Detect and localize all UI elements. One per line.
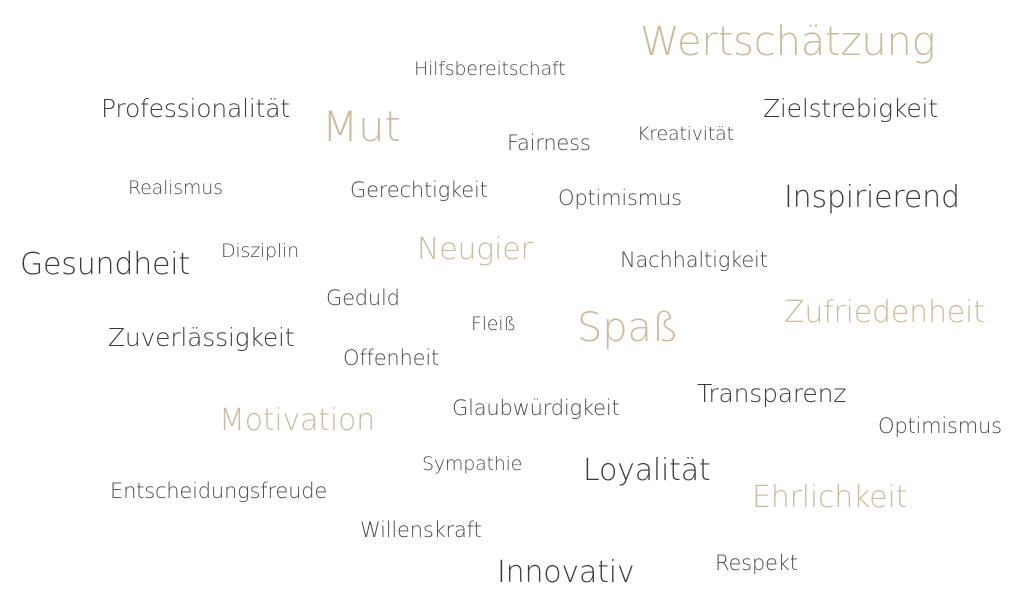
word-neugier: Neugier — [417, 232, 533, 267]
word-ehrlichkeit: Ehrlichkeit — [752, 480, 908, 515]
word-optimismus-2: Optimismus — [878, 414, 1002, 438]
word-wertschaetzung: Wertschätzung — [640, 19, 936, 65]
word-fleiss: Fleiß — [471, 313, 517, 335]
word-willenskraft: Willenskraft — [360, 518, 482, 542]
word-loyalitaet: Loyalität — [583, 453, 711, 488]
word-spass: Spaß — [577, 305, 679, 351]
word-realismus: Realismus — [128, 177, 223, 199]
word-hilfsbereitschaft: Hilfsbereitschaft — [414, 58, 566, 80]
word-zuverlaessigkeit: Zuverlässigkeit — [108, 323, 295, 352]
word-disziplin: Disziplin — [221, 240, 299, 262]
word-optimismus-1: Optimismus — [558, 186, 682, 210]
word-motivation: Motivation — [219, 403, 375, 438]
word-professionalitaet: Professionalität — [101, 94, 290, 123]
word-innovativ: Innovativ — [497, 555, 635, 590]
word-entscheidungsfreude: Entscheidungsfreude — [110, 479, 328, 503]
word-respekt: Respekt — [715, 551, 798, 575]
word-sympathie: Sympathie — [422, 453, 523, 475]
word-nachhaltigkeit: Nachhaltigkeit — [620, 248, 768, 272]
word-offenheit: Offenheit — [343, 346, 440, 370]
word-kreativitaet: Kreativität — [637, 123, 734, 145]
word-zufriedenheit: Zufriedenheit — [784, 295, 985, 330]
word-glaubwuerdigkeit: Glaubwürdigkeit — [452, 396, 620, 420]
word-transparenz: Transparenz — [697, 379, 847, 408]
word-inspirierend: Inspirierend — [784, 180, 960, 215]
word-zielstrebigkeit: Zielstrebigkeit — [763, 94, 938, 123]
word-gesundheit: Gesundheit — [20, 247, 190, 282]
word-geduld: Geduld — [326, 286, 400, 310]
word-fairness: Fairness — [507, 131, 591, 155]
word-gerechtigkeit: Gerechtigkeit — [350, 178, 488, 202]
word-mut: Mut — [322, 102, 401, 151]
